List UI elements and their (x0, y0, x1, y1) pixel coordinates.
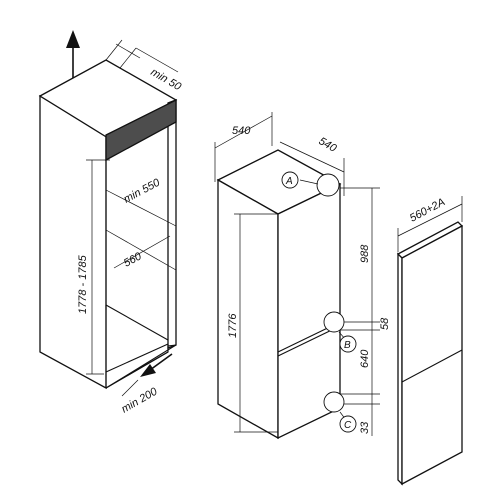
callout-circle-c (323, 391, 345, 413)
appliance-drawing (214, 112, 380, 440)
appliance-height: 1776 (227, 313, 239, 338)
appliance-gap: 58 (379, 317, 391, 330)
callout-circle-b (323, 311, 345, 333)
niche-drawing (38, 30, 179, 397)
appliance-lower-section: 640 (359, 349, 371, 368)
door-panel-drawing (396, 196, 464, 486)
niche-vent-clearance: min 200 (120, 385, 161, 415)
appliance-depth: 540 (317, 135, 340, 155)
up-arrow-icon (66, 30, 80, 82)
door-panel-width: 560+2A (408, 196, 447, 225)
niche-height-range: 1778 - 1785 (77, 254, 89, 314)
appliance-bottom: 33 (359, 421, 371, 434)
callout-label-c: C (344, 420, 352, 431)
callout-circle-a (316, 173, 340, 197)
air-flow-arrow-icon (121, 353, 173, 397)
callout-label-b: B (344, 340, 351, 351)
appliance-upper-section: 988 (359, 244, 371, 263)
callout-label-a: A (285, 176, 293, 187)
niche-min-depth: min 550 (122, 176, 163, 205)
appliance-width: 540 (232, 125, 251, 137)
